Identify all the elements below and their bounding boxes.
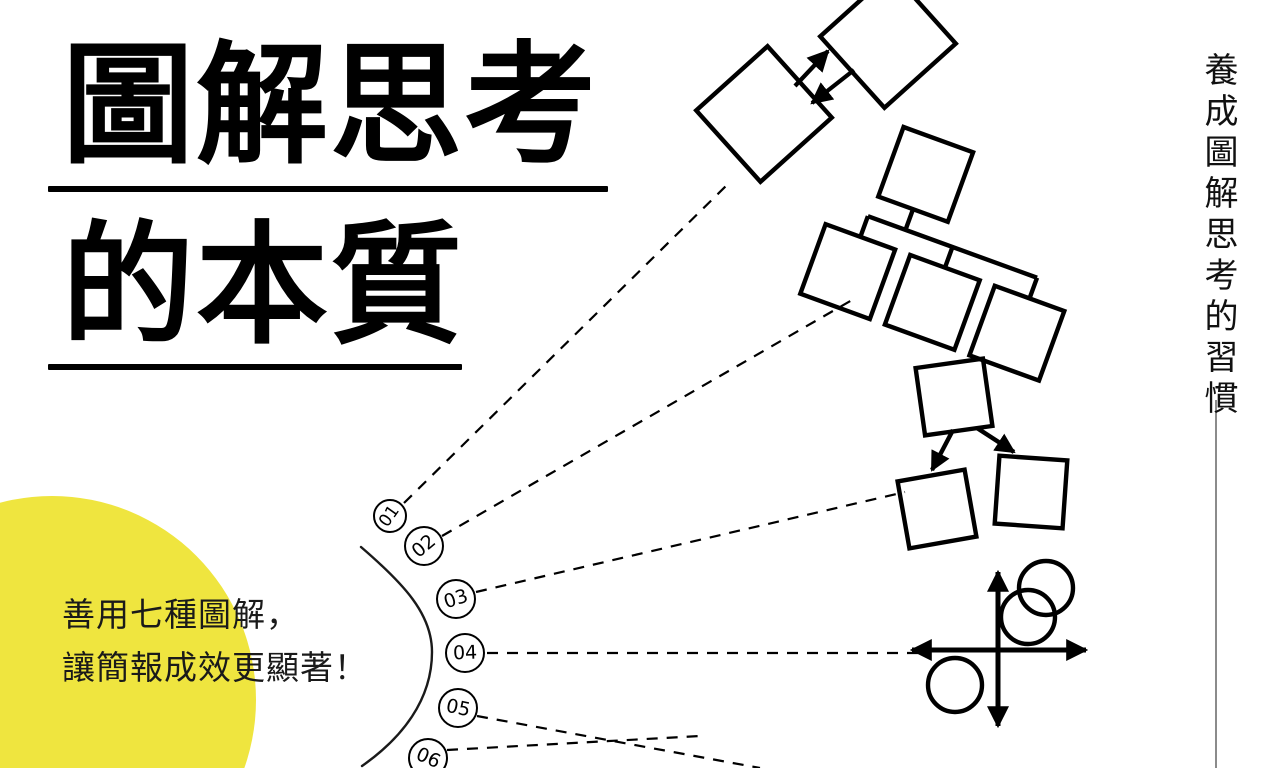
- title-line-2: 的本質: [62, 209, 464, 363]
- connector-01: [403, 181, 731, 504]
- tree-node-child-3: [966, 282, 1068, 384]
- title-underline-1: [48, 186, 608, 192]
- badge-label: 06: [412, 742, 444, 768]
- subtitle-line-2: 讓簡報成效更顯著！: [62, 648, 368, 688]
- badge-01[interactable]: 01: [373, 499, 407, 533]
- title-underline-2: [48, 364, 462, 370]
- connector-03: [475, 490, 906, 594]
- branch-node-right: [992, 453, 1070, 531]
- branch-node-left: [895, 467, 979, 551]
- connector-06: [446, 734, 701, 752]
- arrow-a-to-b: [793, 49, 830, 88]
- badge-02[interactable]: 02: [404, 526, 444, 566]
- arrow-b-to-a: [810, 68, 856, 105]
- quadrant-bubble-upper-outer: [1016, 558, 1076, 618]
- subtitle-line-1: 善用七種圖解，: [62, 595, 300, 634]
- side-vertical-rule: [1215, 400, 1217, 768]
- yellow-circle-accent: [0, 496, 256, 768]
- quadrant-bubble-upper-inner: [998, 587, 1058, 647]
- connector-05: [476, 714, 761, 768]
- badge-label: 03: [440, 584, 471, 613]
- badge-06[interactable]: 06: [408, 738, 448, 768]
- title-line-1: 圖解思考: [62, 29, 598, 183]
- branch-arrow-left: [930, 428, 955, 472]
- badge-arc: [359, 545, 434, 768]
- branch-node-root: [913, 356, 995, 438]
- side-vertical-label: 養成圖解思考的習慣: [1198, 52, 1238, 421]
- badge-label: 05: [443, 694, 473, 721]
- badge-03[interactable]: 03: [436, 579, 476, 619]
- badge-label: 02: [407, 529, 441, 562]
- badge-label: 01: [375, 501, 404, 531]
- subtitle-block: 善用七種圖解， 讓簡報成效更顯著！: [62, 588, 368, 695]
- branch-arrow-right: [975, 426, 1016, 454]
- tree-connector-lines: [858, 208, 1040, 300]
- quadrant-bubble-lower-left: [925, 655, 985, 715]
- badge-05[interactable]: 05: [438, 688, 478, 728]
- badge-label: 04: [452, 641, 478, 664]
- page-title: 圖解思考 的本質: [48, 40, 608, 370]
- badge-04[interactable]: 04: [445, 633, 485, 673]
